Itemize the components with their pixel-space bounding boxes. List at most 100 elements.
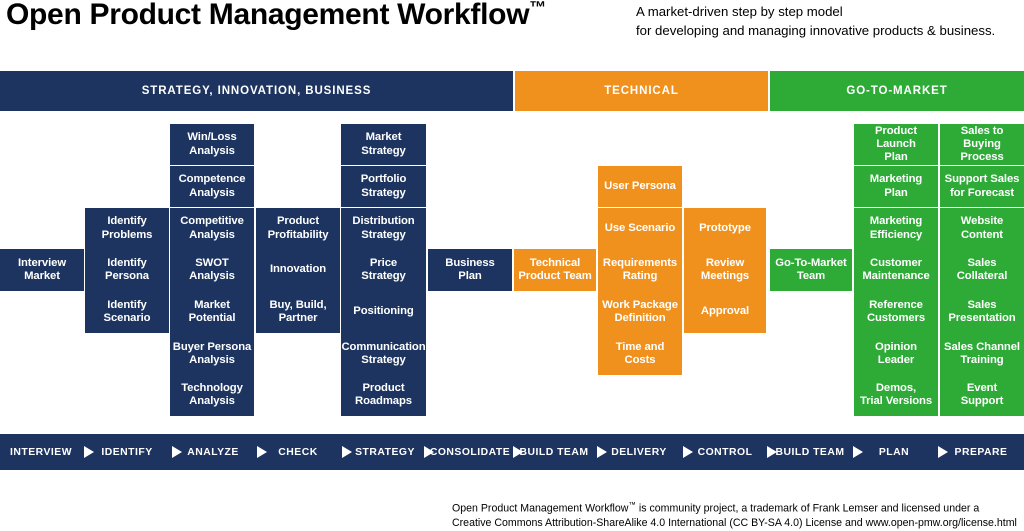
process-step[interactable]: CONSOLIDATE [429, 446, 511, 458]
matrix-cell[interactable]: Innovation [256, 249, 340, 291]
matrix-cell[interactable]: Approval [684, 291, 766, 333]
process-step[interactable]: BUILD TEAM [519, 446, 589, 458]
right-arrow-icon [424, 446, 434, 458]
matrix-cell-label: Buy, Build,Partner [269, 298, 327, 324]
process-step-bar: INTERVIEW IDENTIFY ANALYZE CHECK STRATEGY CON… [0, 434, 1024, 470]
footer-line-1: Open Product Management Workflow™ is com… [452, 498, 1024, 516]
process-step[interactable]: PREPARE [954, 446, 1008, 458]
page-title: Open Product Management Workflow™ [6, 0, 546, 32]
right-arrow-icon [257, 446, 267, 458]
matrix-cell[interactable]: Prototype [684, 208, 766, 249]
matrix-cell-label: Innovation [269, 263, 327, 276]
section-header-label: GO-TO-MARKET [846, 85, 948, 97]
matrix-cell-label: Demos,Trial Versions [859, 381, 933, 407]
process-step[interactable]: IDENTIFY [101, 446, 153, 458]
matrix-cell[interactable]: User Persona [598, 166, 682, 207]
matrix-cell[interactable]: Buy, Build,Partner [256, 291, 340, 333]
section-header-technical: TECHNICAL [515, 71, 768, 111]
process-step[interactable]: BUILD TEAM [775, 446, 845, 458]
process-step[interactable]: CHECK [278, 446, 318, 458]
page-header: Open Product Management Workflow™ A mark… [0, 0, 1024, 68]
process-step[interactable]: PLAN [878, 446, 910, 458]
matrix-cell[interactable]: Positioning [341, 291, 426, 333]
process-step[interactable]: ANALYZE [187, 446, 239, 458]
matrix-cell[interactable]: Demos,Trial Versions [854, 374, 938, 416]
page-title-text: Open Product Management Workflow [6, 0, 530, 31]
right-arrow-icon [853, 446, 863, 458]
section-header-label: STRATEGY, INNOVATION, BUSINESS [141, 85, 372, 97]
matrix-cell-label: Use Scenario [604, 221, 676, 234]
footer-line-1-pre: Open Product Management Workflow [452, 502, 629, 515]
matrix-cell-label: User Persona [604, 179, 676, 192]
process-step[interactable]: STRATEGY [355, 446, 415, 458]
subtitle-line-1: A market-driven step by step model [636, 4, 843, 19]
right-arrow-icon [597, 446, 607, 458]
process-step[interactable]: INTERVIEW [9, 446, 73, 458]
right-arrow-icon [342, 446, 352, 458]
section-header-bars: STRATEGY, INNOVATION, BUSINESS TECHNICAL G… [0, 71, 1024, 111]
process-step[interactable]: CONTROL [697, 446, 753, 458]
matrix-cell[interactable]: Use Scenario [598, 208, 682, 249]
matrix-cell-label: Approval [700, 305, 750, 318]
process-step[interactable]: DELIVERY [611, 446, 667, 458]
